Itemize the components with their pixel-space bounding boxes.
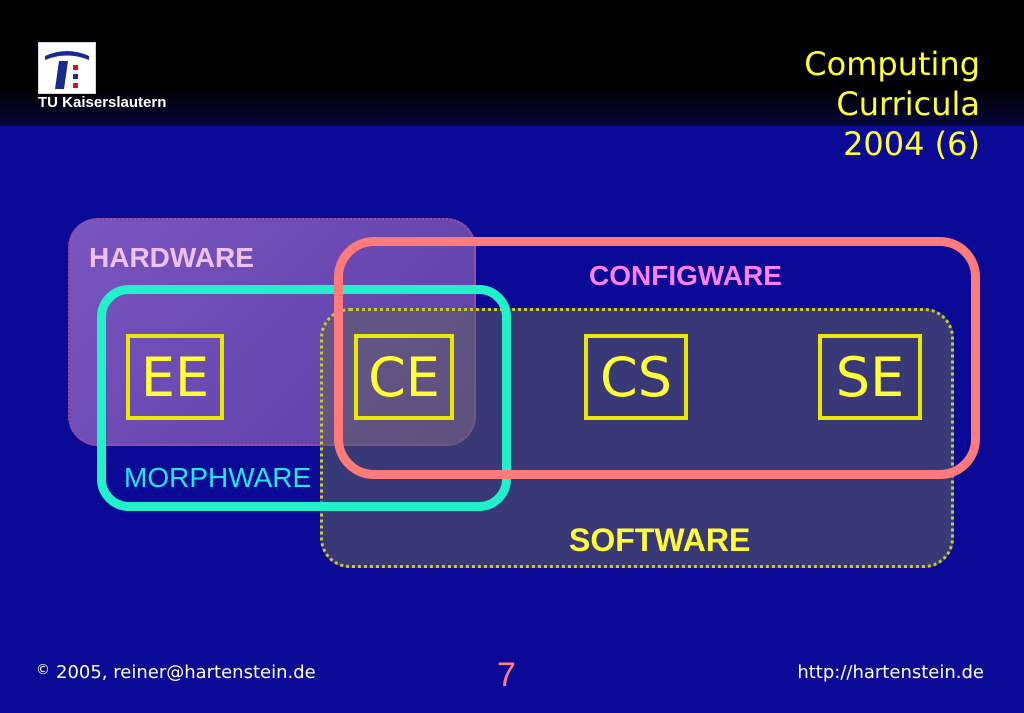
title-line-1: Computing (804, 45, 980, 83)
logo-caption: TU Kaiserslautern (38, 94, 167, 111)
morphware-label: MORPHWARE (124, 462, 312, 493)
discipline-ee: EE (126, 334, 224, 420)
discipline-se: SE (818, 334, 922, 420)
software-label: SOFTWARE (569, 522, 751, 558)
discipline-cs: CS (584, 334, 688, 420)
logo-icon (39, 43, 95, 93)
page-number: 7 (497, 656, 516, 694)
tu-kaiserslautern-logo (38, 42, 96, 94)
configware-region (334, 237, 980, 479)
discipline-ce: CE (354, 334, 454, 420)
software-region (320, 308, 954, 568)
header-bar (0, 0, 1024, 126)
hardware-label: HARDWARE (89, 242, 254, 273)
morphware-region (97, 285, 511, 511)
copyright-symbol: © (36, 662, 50, 678)
footer-copyright: © 2005, reiner@hartenstein.de (36, 662, 316, 683)
slide-title: Computing Curricula 2004 (6) (804, 44, 980, 164)
title-line-3: 2004 (6) (843, 125, 980, 163)
copyright-text: 2005, reiner@hartenstein.de (56, 662, 316, 683)
configware-label: CONFIGWARE (589, 260, 782, 291)
title-line-2: Curricula (836, 85, 980, 123)
footer-url[interactable]: http://hartenstein.de (797, 662, 984, 683)
